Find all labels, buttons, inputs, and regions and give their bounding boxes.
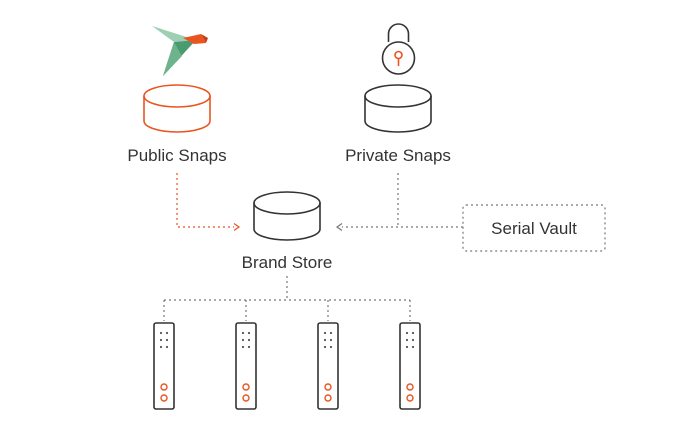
brand-store-database-icon bbox=[253, 191, 321, 241]
private-snaps-database-icon bbox=[364, 84, 432, 133]
public-snaps-label: Public Snaps bbox=[127, 146, 226, 165]
snapcraft-bird-icon bbox=[152, 26, 208, 76]
private-to-brand-arrowhead bbox=[335, 223, 343, 231]
public-to-brand-arrowhead bbox=[233, 223, 241, 231]
public-to-brand-connector bbox=[176, 173, 234, 228]
device-tower-icon bbox=[153, 322, 175, 410]
public-snaps-database-icon bbox=[143, 84, 211, 133]
device-distribution-lines bbox=[163, 276, 411, 321]
private-to-brand-connector bbox=[342, 173, 463, 228]
serial-vault-label: Serial Vault bbox=[491, 219, 577, 238]
serial-vault-box bbox=[462, 204, 606, 252]
device-tower-icon bbox=[399, 322, 421, 410]
private-snaps-label: Private Snaps bbox=[345, 146, 451, 165]
brand-store-label: Brand Store bbox=[242, 253, 333, 272]
device-tower-icon bbox=[317, 322, 339, 410]
padlock-icon bbox=[381, 23, 416, 75]
device-tower-icon bbox=[235, 322, 257, 410]
